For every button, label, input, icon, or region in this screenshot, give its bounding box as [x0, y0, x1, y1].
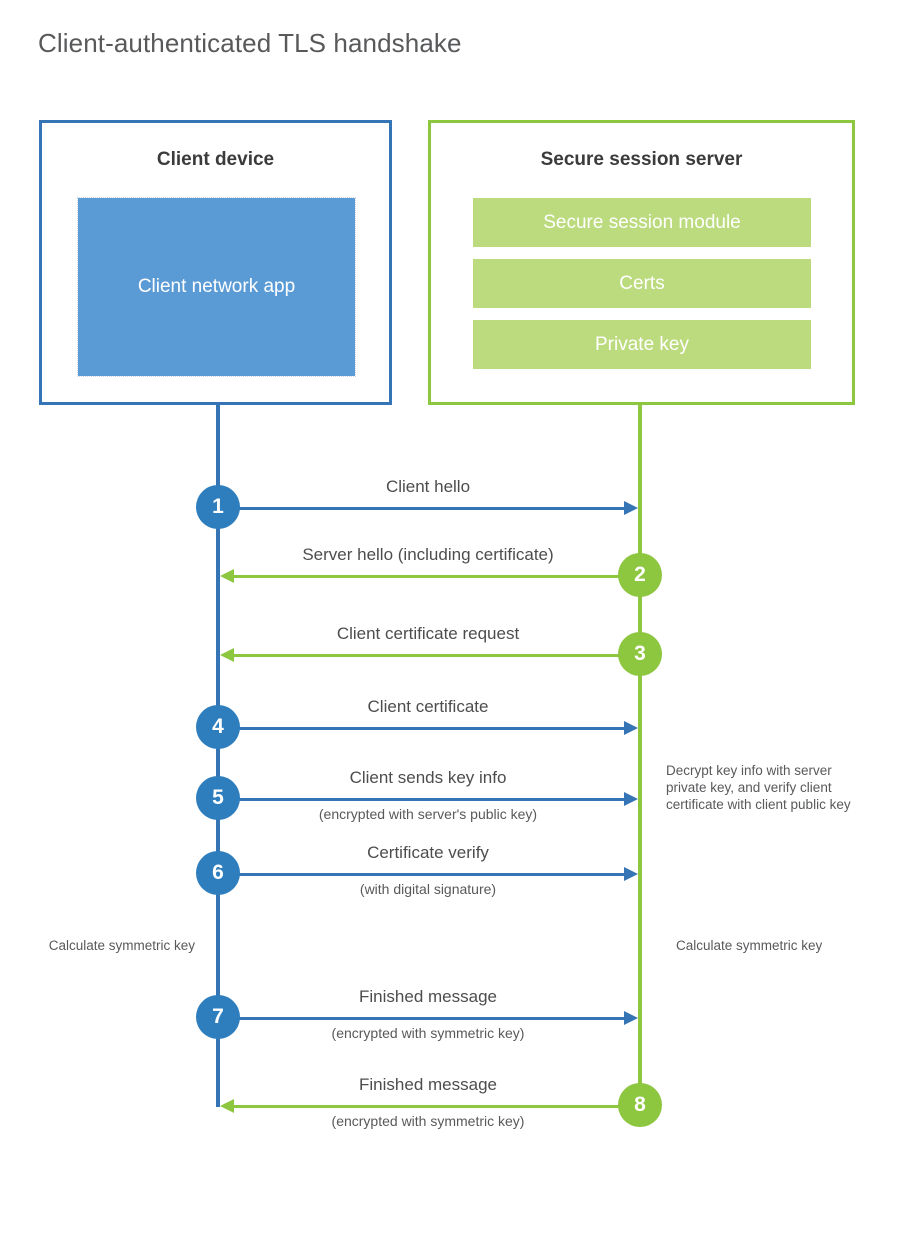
arrowhead-left-icon [220, 648, 234, 662]
client-device-title: Client device [156, 149, 275, 170]
server-component-certs: Certs [473, 259, 811, 308]
message-label-5: Client sends key info [349, 768, 507, 787]
server-component-private-key: Private key [473, 320, 811, 369]
step-circle-7[interactable]: 7 [196, 995, 240, 1039]
secure-session-server-box: Secure session server Secure session mod… [428, 120, 855, 405]
arrowhead-right-icon [624, 721, 638, 735]
arrowhead-right-icon [624, 1011, 638, 1025]
step-circle-2[interactable]: 2 [618, 553, 662, 597]
message-label-4: Client certificate [367, 697, 489, 716]
arrowhead-right-icon [624, 501, 638, 515]
secure-session-server-title: Secure session server [540, 149, 743, 170]
step-circle-5[interactable]: 5 [196, 776, 240, 820]
step-circle-1[interactable]: 1 [196, 485, 240, 529]
message-sublabel-5: (encrypted with server's public key) [318, 806, 538, 822]
message-sublabel-6: (with digital signature) [359, 881, 497, 897]
client-lifeline [216, 403, 220, 1107]
server-lifeline [638, 403, 642, 1107]
message-label-7: Finished message [359, 987, 497, 1006]
arrowhead-left-icon [220, 1099, 234, 1113]
server-component-secure-session-module: Secure session module [473, 198, 811, 247]
message-label-1: Client hello [385, 477, 471, 496]
client-network-app-label: Client network app [137, 276, 296, 297]
step-circle-3[interactable]: 3 [618, 632, 662, 676]
message-label-3: Client certificate request [336, 624, 520, 643]
step-circle-6[interactable]: 6 [196, 851, 240, 895]
arrowhead-right-icon [624, 792, 638, 806]
page-title: Client-authenticated TLS handshake [38, 28, 462, 58]
message-label-6: Certificate verify [367, 843, 489, 862]
message-sublabel-8: (encrypted with symmetric key) [331, 1113, 525, 1129]
client-device-box: Client device Client network app [39, 120, 392, 405]
arrowhead-left-icon [220, 569, 234, 583]
step-circle-4[interactable]: 4 [196, 705, 240, 749]
message-label-8: Finished message [359, 1075, 497, 1094]
arrowhead-right-icon [624, 867, 638, 881]
message-sublabel-7: (encrypted with symmetric key) [331, 1025, 525, 1041]
note-calculate-symmetric-key-client: Calculate symmetric key [48, 938, 195, 953]
message-label-2: Server hello (including certificate) [302, 545, 554, 564]
step-circle-8[interactable]: 8 [618, 1083, 662, 1127]
note-calculate-symmetric-key-server: Calculate symmetric key [676, 938, 823, 953]
server-component-list: Secure session module Certs Private key [473, 198, 811, 381]
note-decrypt-key-info: Decrypt key info with server private key… [666, 763, 851, 812]
client-network-app-block: Client network app [77, 197, 356, 377]
